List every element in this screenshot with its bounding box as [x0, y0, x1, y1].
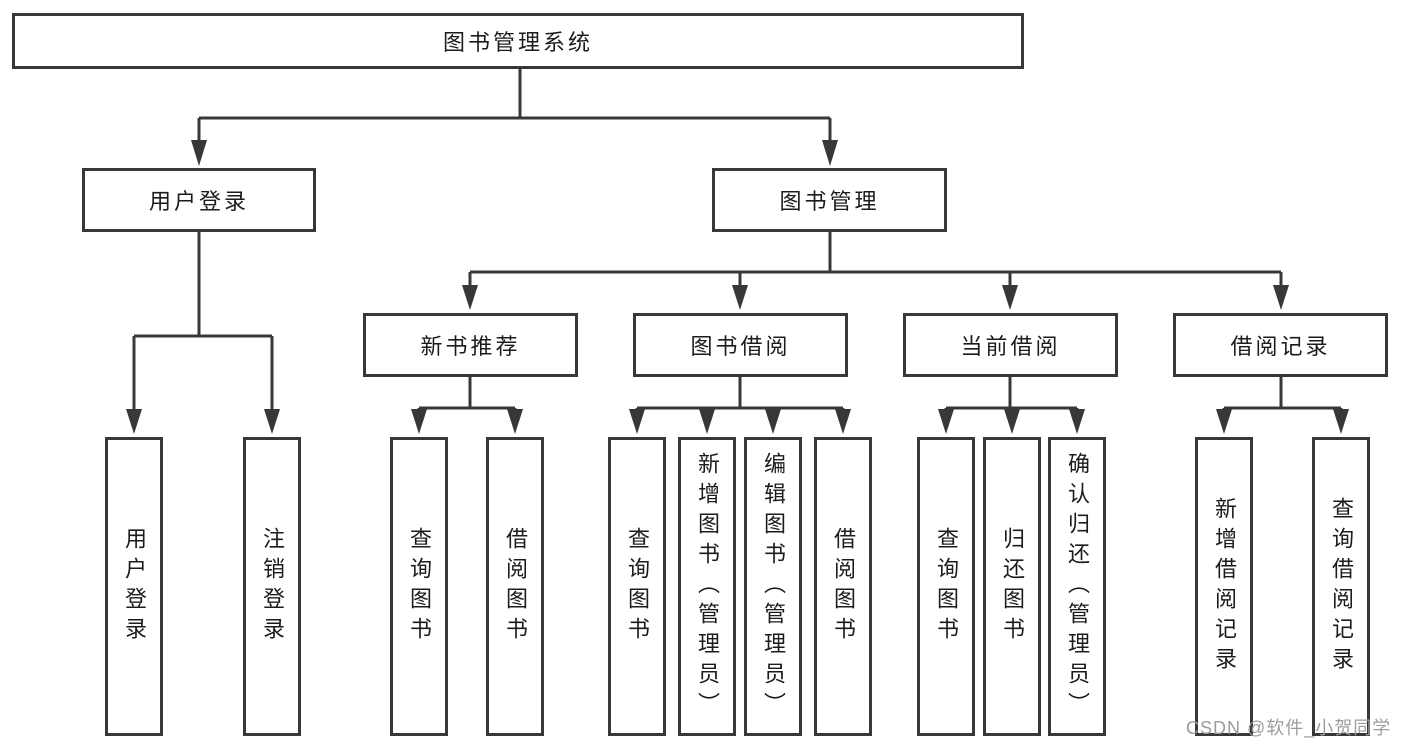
- leaf-label: 查询图书: [407, 526, 432, 647]
- node-book-borrowing: 图书借阅: [633, 313, 848, 377]
- leaf-borrow-books-2: 借阅图书: [814, 437, 872, 736]
- leaf-label: 查询借阅记录: [1329, 496, 1354, 677]
- node-library-management-system: 图书管理系统: [12, 13, 1024, 69]
- leaf-label: 查询图书: [934, 526, 959, 647]
- leaf-query-books-2: 查询图书: [608, 437, 666, 736]
- leaf-edit-book-admin: 编辑图书（管理员）: [744, 437, 802, 736]
- leaf-add-borrow-record: 新增借阅记录: [1195, 437, 1253, 736]
- node-new-book-recommendation: 新书推荐: [363, 313, 578, 377]
- node-user-login: 用户登录: [82, 168, 316, 232]
- leaf-label: 借阅图书: [831, 526, 856, 647]
- leaf-query-books-1: 查询图书: [390, 437, 448, 736]
- watermark-text: CSDN @软件_小贺同学: [1186, 718, 1392, 738]
- leaf-label: 查询图书: [625, 526, 650, 647]
- node-borrowing-records: 借阅记录: [1173, 313, 1388, 377]
- leaf-label: 借阅图书: [503, 526, 528, 647]
- leaf-label: 编辑图书（管理员）: [761, 451, 786, 722]
- node-current-borrowing: 当前借阅: [903, 313, 1118, 377]
- leaf-query-books-3: 查询图书: [917, 437, 975, 736]
- leaf-label: 注销登录: [260, 526, 285, 647]
- leaf-label: 新增借阅记录: [1212, 496, 1237, 677]
- leaf-query-borrow-record: 查询借阅记录: [1312, 437, 1370, 736]
- leaf-return-book: 归还图书: [983, 437, 1041, 736]
- leaf-label: 新增图书（管理员）: [695, 451, 720, 722]
- leaf-borrow-books-1: 借阅图书: [486, 437, 544, 736]
- leaf-user-login: 用户登录: [105, 437, 163, 736]
- leaf-confirm-return-admin: 确认归还（管理员）: [1048, 437, 1106, 736]
- node-book-management: 图书管理: [712, 168, 947, 232]
- leaf-label: 确认归还（管理员）: [1065, 451, 1090, 722]
- leaf-label: 用户登录: [122, 526, 147, 647]
- leaf-logout: 注销登录: [243, 437, 301, 736]
- leaf-add-book-admin: 新增图书（管理员）: [678, 437, 736, 736]
- leaf-label: 归还图书: [1000, 526, 1025, 647]
